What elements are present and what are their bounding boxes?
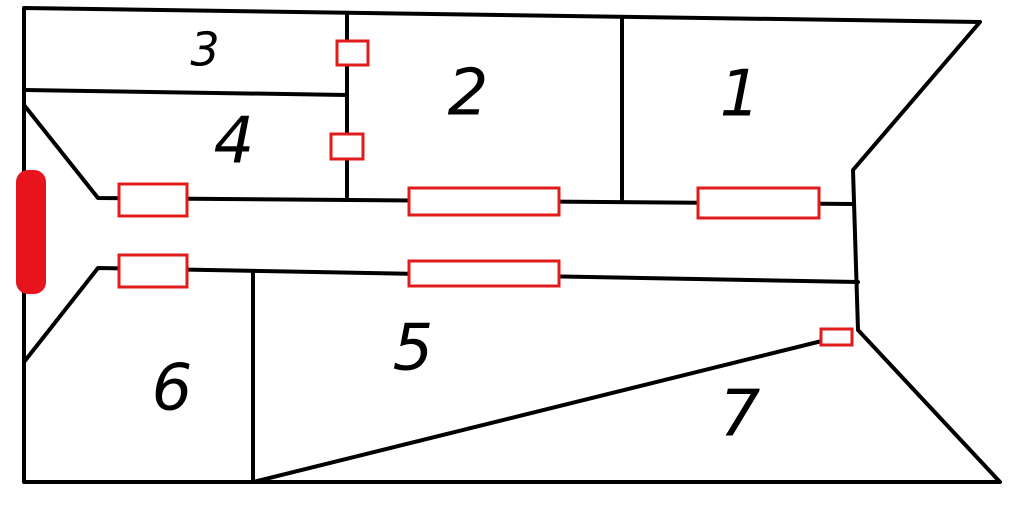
door-room5[interactable] [407,259,561,288]
room-label-4: 4 [214,105,255,179]
room-label-7: 7 [720,378,761,452]
door-room4[interactable] [329,132,365,161]
room-label-6: 6 [152,352,193,426]
door-corridor-left-upper[interactable] [117,182,189,218]
room-label-1: 1 [720,58,761,132]
room-labels: 3 4 2 1 5 6 7 [152,23,761,452]
door-room1[interactable] [696,186,821,220]
room-label-5: 5 [393,312,434,386]
corridor-upper-wall [22,103,855,206]
door-room6[interactable] [117,253,189,289]
outer-wall [22,6,1002,484]
corridor-lower-wall [22,266,860,364]
door-room7[interactable] [819,327,854,347]
wall-room3-room4 [22,88,349,97]
door-room3[interactable] [335,39,370,67]
doors [117,39,854,347]
wall-room5-room7 [251,335,840,484]
entrance-marker[interactable] [16,170,46,294]
walls [22,6,1002,484]
room-label-3: 3 [190,23,219,77]
door-room2[interactable] [407,186,561,217]
room-label-2: 2 [448,57,489,131]
